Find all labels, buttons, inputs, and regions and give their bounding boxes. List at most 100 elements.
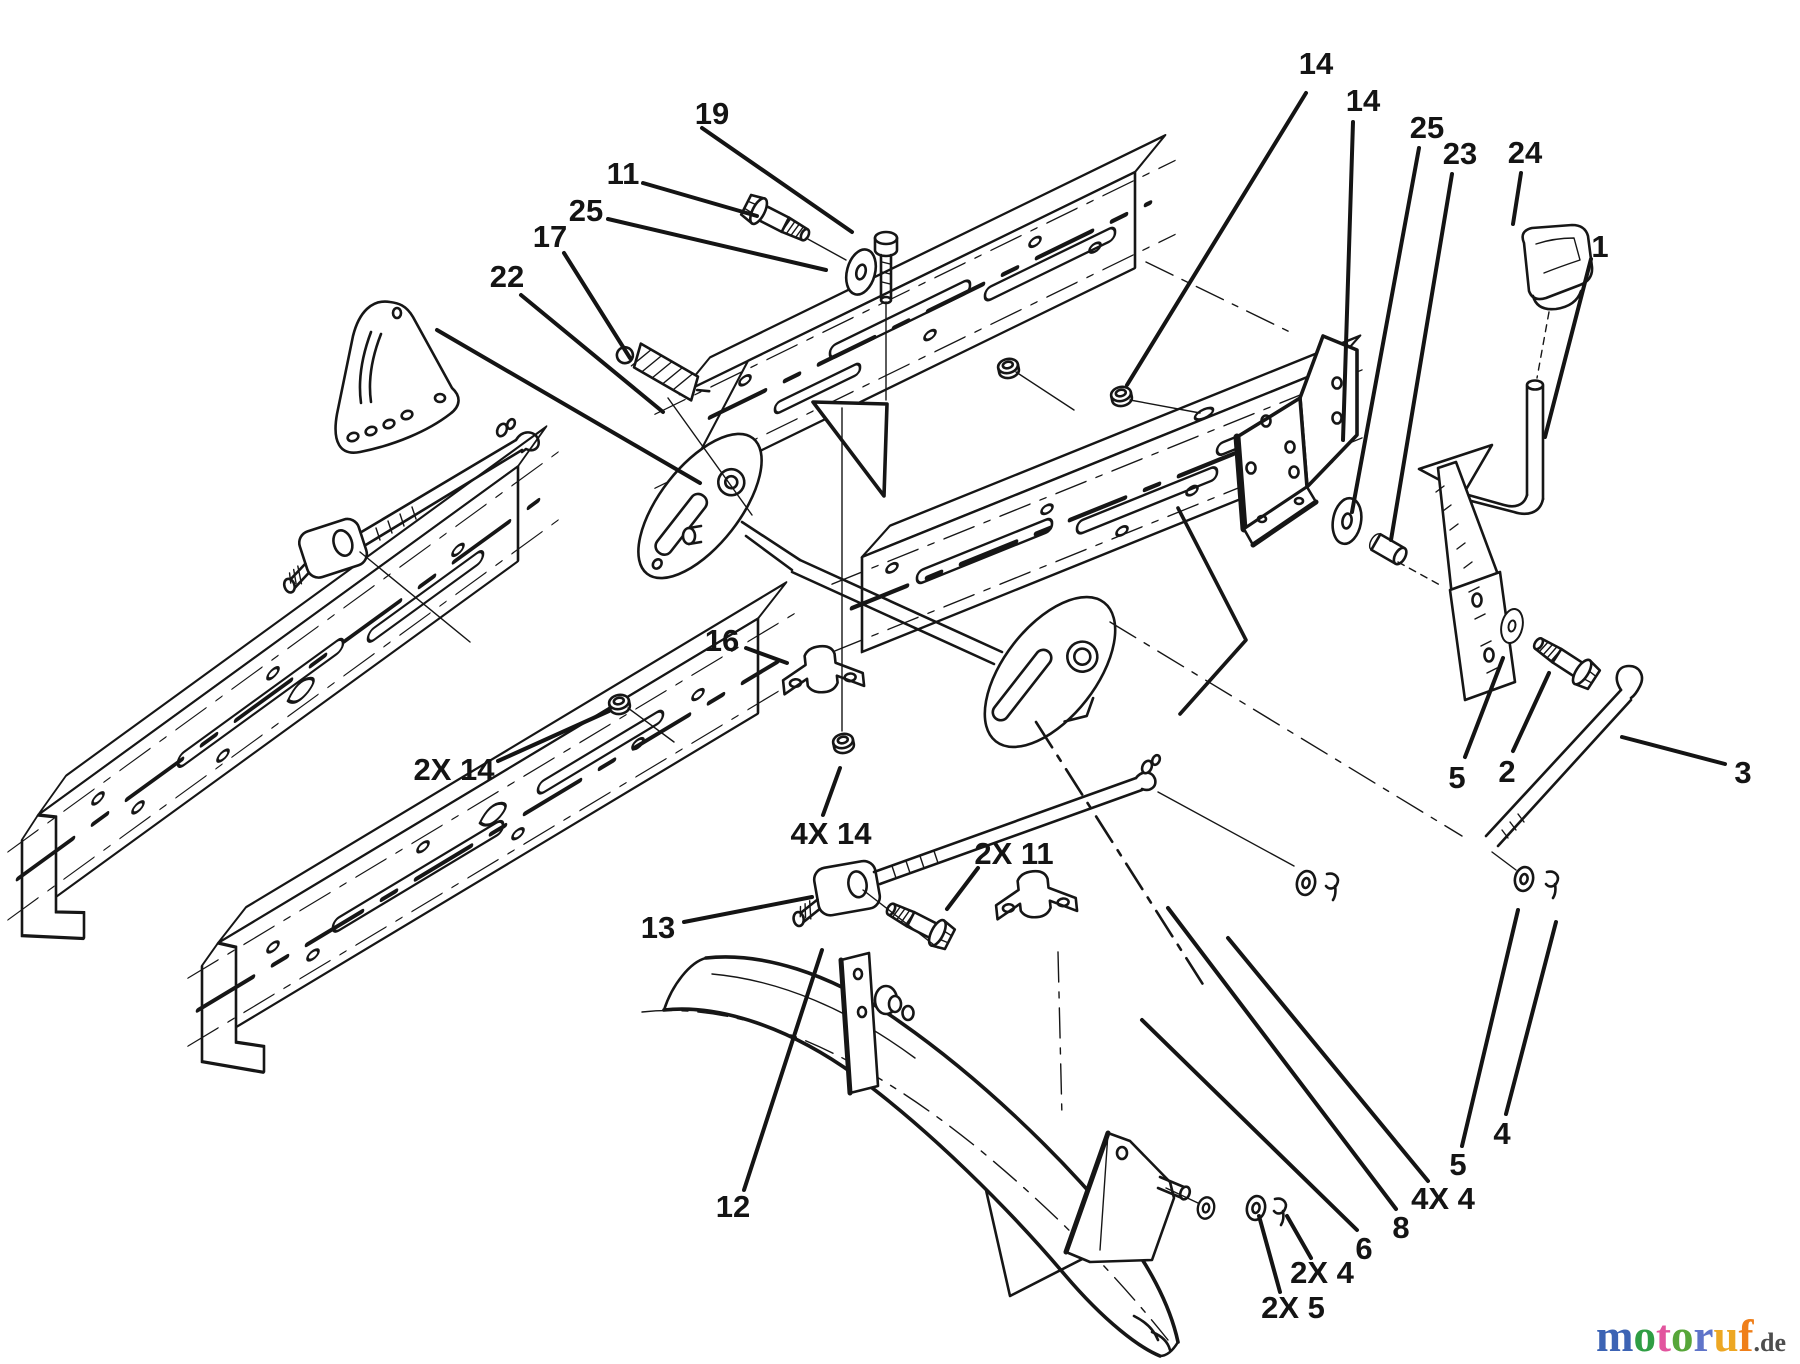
leader-line-5-bot (1460, 908, 1520, 1148)
callout-label-4-bot: 4 (1493, 1116, 1511, 1151)
leader-line-2 (1511, 671, 1551, 753)
leader-line-4-bot (1504, 920, 1558, 1116)
rail-right (831, 334, 1363, 654)
callout-label-16: 16 (705, 623, 739, 658)
callout-label-4x4: 4X 4 (1411, 1181, 1476, 1216)
callout-label-3: 3 (1734, 755, 1751, 790)
leader-line-16 (744, 646, 789, 665)
leader-line-3 (1620, 735, 1727, 766)
leader-line-4x4 (1226, 936, 1430, 1183)
leader-line-5-mid (1463, 656, 1505, 759)
washer-5-a (1293, 868, 1319, 898)
leader-line-24 (1511, 171, 1523, 226)
leader-line-8 (1166, 906, 1398, 1211)
rail-gusset (811, 400, 889, 498)
bolt-11-lower (880, 893, 958, 954)
shoulder-bolt-19 (873, 230, 899, 305)
callout-label-2: 2 (1498, 754, 1515, 789)
washer-5-d (1194, 1194, 1218, 1222)
callout-label-12: 12 (716, 1189, 750, 1224)
watermark-letter: u (1713, 1311, 1739, 1361)
leader-line-13 (682, 895, 814, 924)
rail-upper-left (7, 425, 559, 941)
rail-upper-center (654, 134, 1176, 492)
leader-line-2x5 (1257, 1214, 1282, 1294)
height-of-cut-axle (637, 432, 1117, 749)
flange-nut-14-railA (995, 355, 1022, 382)
left-adjust-rod (356, 417, 540, 548)
washer-25-right (1327, 494, 1367, 548)
watermark-letter: o (1633, 1311, 1657, 1361)
clip-4-a (1324, 872, 1340, 902)
frame-12 (641, 951, 1192, 1358)
callout-label-4x14: 4X 14 (790, 816, 872, 851)
callout-label-2x14: 2X 14 (413, 752, 495, 787)
watermark-letter: f (1738, 1311, 1754, 1361)
centerline (1057, 951, 1063, 1119)
pivot-pin (681, 526, 697, 546)
clip-4-c (1272, 1197, 1288, 1227)
callout-label-2x5: 2X 5 (1261, 1290, 1325, 1325)
callout-label-11: 11 (607, 156, 640, 191)
assembly-line (435, 328, 702, 485)
callout-label-5-bot: 5 (1449, 1147, 1466, 1182)
callout-label-24: 24 (1508, 135, 1543, 170)
mount-bracket (1233, 334, 1359, 548)
leader-line-23 (1389, 172, 1454, 542)
callout-label-19: 19 (695, 96, 729, 131)
break-line (1176, 506, 1248, 716)
flange-nut-14-railB (1108, 383, 1135, 410)
leader-line-2x14 (496, 709, 611, 763)
shift-lever (1417, 223, 1594, 702)
leader-line-2x4 (1285, 1214, 1313, 1260)
callout-label-25-right: 25 (1410, 110, 1444, 145)
watermark-logo: motoruf.de (1596, 1314, 1796, 1362)
leader-line-25-right (1350, 146, 1421, 514)
leader-line-19 (700, 126, 854, 234)
leader-line-25-top (606, 217, 828, 272)
callout-label-13: 13 (641, 910, 675, 945)
trunnion-13 (784, 857, 884, 929)
callout-label-2x11: 2X 11 (974, 836, 1053, 871)
leader-line-4x14 (821, 766, 842, 817)
callout-label-2x4: 2X 4 (1290, 1255, 1355, 1290)
washer-5-c (1243, 1193, 1269, 1223)
centerline (1145, 261, 1295, 335)
callout-label-14-b: 14 (1346, 83, 1381, 118)
centerline (1034, 720, 1206, 988)
clip-4-b (1544, 870, 1560, 900)
leader-line-22 (519, 293, 665, 414)
center-adjust-rod (872, 753, 1162, 886)
leader-line-12 (742, 948, 824, 1192)
watermark-suffix: .de (1753, 1328, 1787, 1357)
lift-rod-3 (1484, 664, 1644, 848)
callout-label-1: 1 (1591, 229, 1608, 264)
watermark-letter: m (1596, 1311, 1634, 1361)
callout-label-23: 23 (1443, 136, 1477, 171)
rail-lower-left (187, 581, 799, 1074)
callout-label-22: 22 (490, 259, 524, 294)
callout-label-5-mid: 5 (1448, 760, 1465, 795)
leader-line-2x11 (945, 866, 980, 911)
leader-line-6 (1140, 1018, 1359, 1232)
flange-nut-14-center (830, 730, 857, 757)
clamp-16 (778, 640, 866, 698)
leader-line-1 (1543, 257, 1593, 439)
lever-knob (1521, 223, 1594, 301)
clamp-16b (991, 865, 1079, 923)
watermark-letter: t (1656, 1311, 1671, 1361)
spacer-23 (1368, 532, 1408, 566)
watermark-letter: o (1671, 1311, 1694, 1361)
leader-line-17 (562, 251, 632, 360)
leader-line-11 (641, 181, 759, 218)
callout-label-17: 17 (533, 219, 567, 254)
callout-label-25-top: 25 (569, 193, 603, 228)
callout-label-6: 6 (1355, 1231, 1372, 1266)
leader-line-14-b (1341, 120, 1355, 442)
leader-line-14-a (1125, 91, 1308, 387)
spring (615, 342, 711, 402)
callout-label-14-a: 14 (1299, 46, 1334, 81)
